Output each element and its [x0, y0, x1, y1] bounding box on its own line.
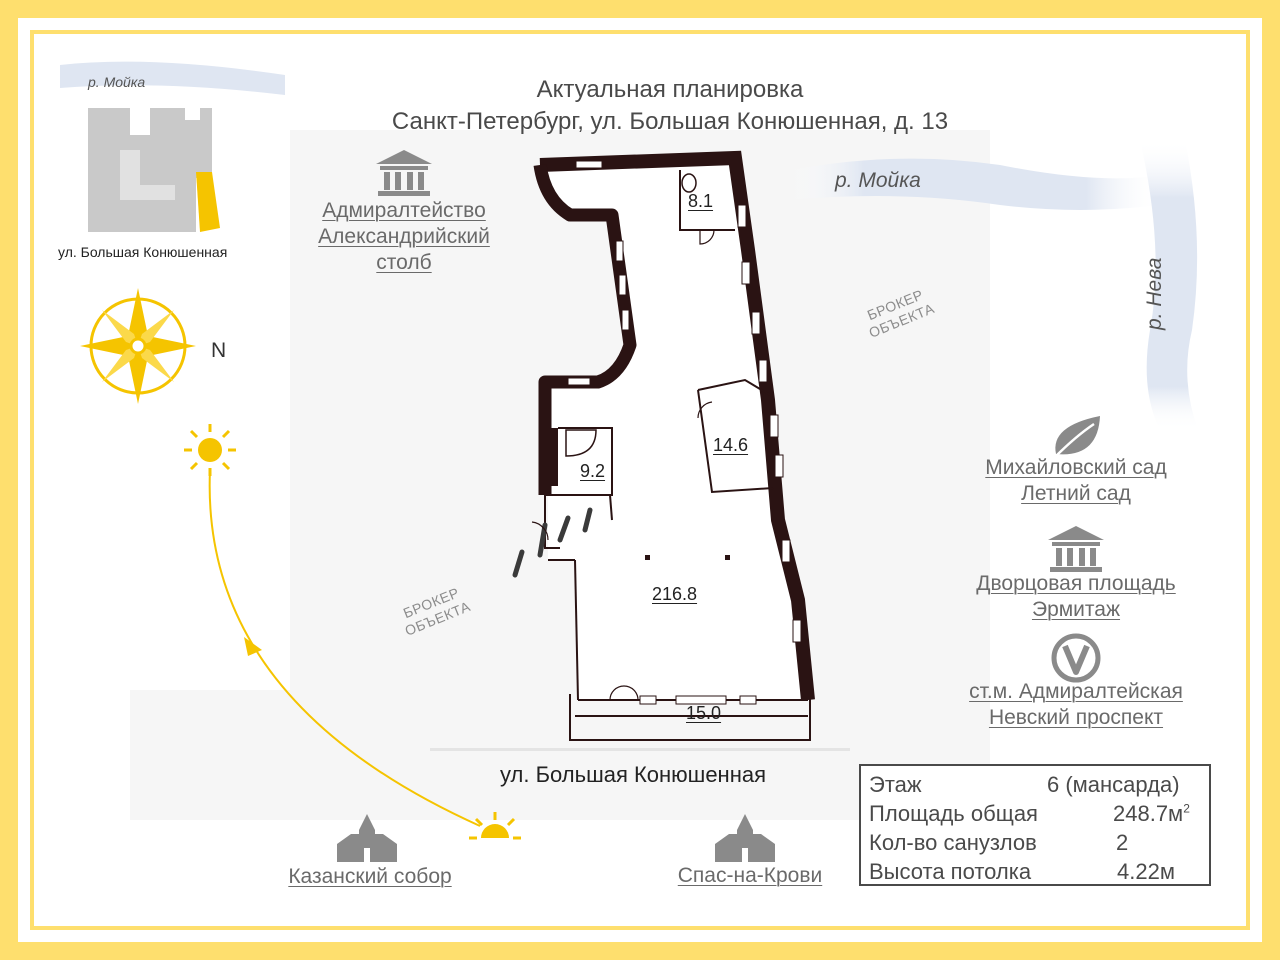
- entrance-door-icon: [531, 521, 549, 541]
- neva-river: [1140, 140, 1198, 430]
- door-swing-icon: [699, 229, 715, 245]
- spec-area-value-wrap: 248.7м2: [1113, 801, 1190, 827]
- landmark-admiralty[interactable]: Адмиралтейство Александрийский столб: [296, 198, 512, 276]
- spec-bathrooms-label: Кол-во санузлов: [869, 830, 1037, 855]
- toilet-fixture-icon: [681, 173, 697, 193]
- room-label-bath: 9.2: [580, 461, 606, 481]
- landmark-gardens-line2: Летний сад: [1021, 482, 1131, 505]
- map-background-left: [130, 690, 290, 820]
- exterior-wall-top-right: [539, 150, 815, 701]
- exterior-wall-left: [533, 163, 637, 495]
- title-line-2: Санкт-Петербург, ул. Большая Конюшенная,…: [391, 108, 949, 135]
- landmark-metro-line2: Невский проспект: [988, 706, 1164, 729]
- room-label-toilet: 8.1: [688, 191, 714, 211]
- sunset-icon: [469, 812, 521, 840]
- room-label-room: 14.6: [713, 435, 749, 455]
- landmark-palace[interactable]: Дворцовая площадь Эрмитаж: [946, 571, 1206, 623]
- landmark-kazan[interactable]: Казанский собор: [288, 865, 452, 888]
- room-label-balcony: 15.0: [686, 703, 722, 723]
- minimap-highlight: [196, 172, 220, 232]
- landmark-admiralty-line1: Адмиралтейство: [322, 199, 486, 222]
- sun-path: [208, 469, 481, 827]
- street-label: ул. Большая Конюшенная: [500, 762, 767, 787]
- bathtub-icon: [565, 429, 597, 457]
- specs-table: Этаж 6 (мансарда) Площадь общая 248.7м2 …: [859, 764, 1211, 886]
- landmark-admiralty-line3: столб: [376, 251, 432, 274]
- church-icon-kazan: [337, 814, 397, 862]
- spec-ceiling-value: 4.22м: [1117, 859, 1175, 884]
- door-swing-icon-room: [697, 401, 713, 419]
- neva-label: р. Нева: [1143, 257, 1166, 330]
- column-icon: [725, 555, 730, 560]
- spec-ceiling-label: Высота потолка: [869, 859, 1032, 884]
- landmark-palace-line2: Эрмитаж: [1031, 598, 1121, 621]
- metro-icon: [1051, 633, 1101, 683]
- spec-area-value: 248.7м: [1113, 801, 1184, 826]
- spec-floor-value: 6 (мансарда): [1047, 772, 1180, 797]
- spec-area-label: Площадь общая: [869, 801, 1038, 826]
- minimap: [60, 61, 285, 232]
- spec-bathrooms-value: 2: [1116, 830, 1129, 855]
- entrance-marks: [512, 507, 593, 578]
- spec-floor-label: Этаж: [869, 772, 922, 797]
- balcony-door-icon: [609, 685, 639, 701]
- landmark-admiralty-line2: Александрийский: [318, 225, 490, 248]
- column-icon: [645, 555, 650, 560]
- sun-path-arrow-icon: [244, 637, 262, 656]
- landmark-gardens-line1: Михайловский сад: [985, 456, 1167, 479]
- minimap-street-label: ул. Большая Конюшенная: [58, 244, 228, 260]
- landmark-palace-line1: Дворцовая площадь: [976, 572, 1176, 595]
- minimap-river-label: р. Мойка: [88, 74, 146, 90]
- room-label-hall: 216.8: [652, 584, 698, 604]
- compass-rose-icon: [80, 288, 196, 404]
- museum-icon-admiralty: [376, 150, 432, 196]
- landmark-gardens[interactable]: Михайловский сад Летний сад: [956, 455, 1196, 507]
- floor-plan: [512, 150, 815, 741]
- landmark-metro-line1: ст.м. Адмиралтейская: [969, 680, 1183, 703]
- minimap-courtyard: [120, 150, 175, 200]
- landmark-metro[interactable]: ст.м. Адмиралтейская Невский проспект: [946, 679, 1206, 731]
- church-icon-spas: [715, 814, 775, 862]
- compass-north-label: N: [211, 339, 227, 362]
- title-line-1: Актуальная планировка: [536, 76, 804, 103]
- wall-bath-block: [545, 428, 558, 486]
- minimap-buildings: [88, 108, 212, 232]
- landmark-spas[interactable]: Спас-на-Крови: [677, 864, 823, 887]
- museum-icon-palace: [1048, 526, 1104, 572]
- sun-icon: [184, 424, 236, 476]
- moika-label: р. Мойка: [835, 169, 921, 192]
- moika-river: [790, 158, 1160, 210]
- minimap-river: [60, 61, 285, 95]
- leaf-icon: [1053, 416, 1100, 459]
- street-line: [430, 748, 850, 751]
- spec-area-unit: 2: [1183, 801, 1190, 816]
